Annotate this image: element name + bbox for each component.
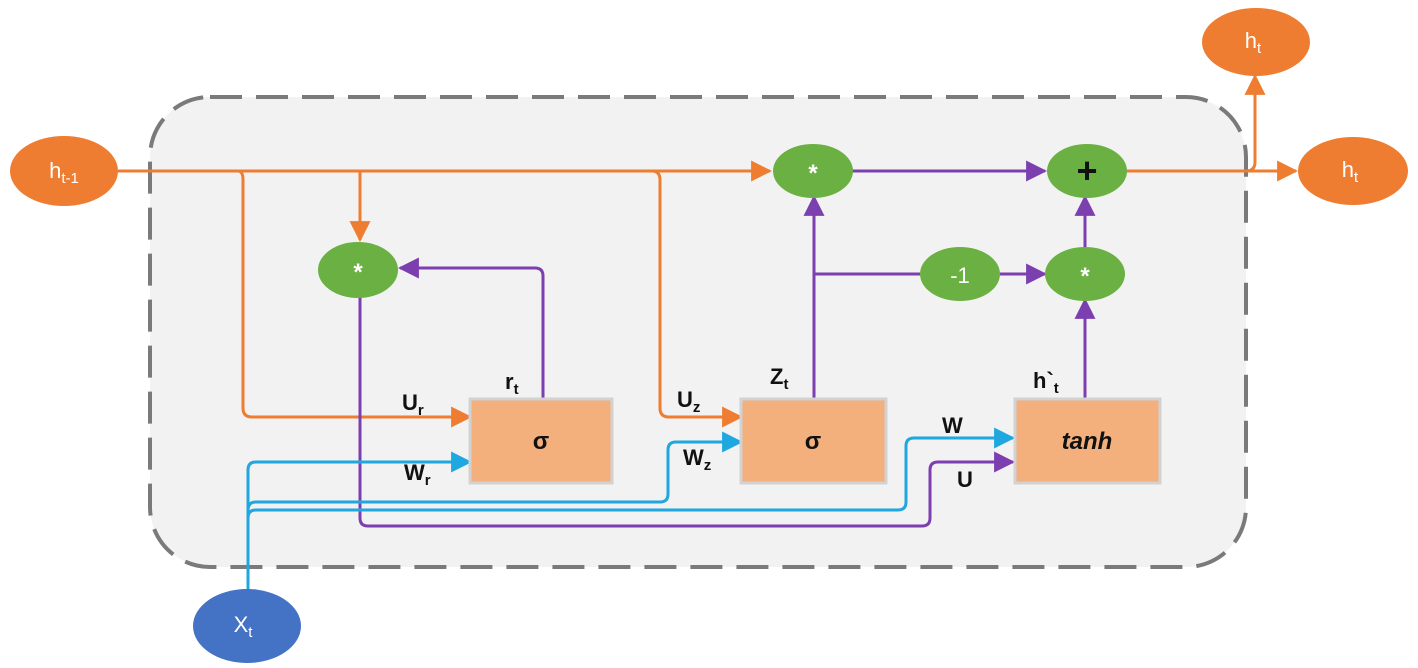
h-output-right-node: ht [1298,137,1408,205]
h-prev-to-reset-gate-line [237,169,473,428]
svg-text:*: * [808,160,818,187]
u-label: U [957,467,973,492]
z-t-label: Zt [770,364,788,393]
update-gate-label: σ [805,428,821,455]
plus-node: + [1047,144,1127,198]
update-gate-box: σ [739,397,888,485]
x-to-trunk-line [246,451,473,598]
svg-text:*: * [1080,263,1090,290]
svg-text:Xt: Xt [234,612,254,641]
r-t-label: rt [505,369,519,398]
x-input-node: Xt [193,589,301,663]
reset-multiply-to-candidate-gate-line [358,296,1016,528]
candidate-gate-box: tanh [1013,397,1162,485]
x-to-candidate-gate-line [246,427,1016,519]
minus-one-node: -1 [920,247,1000,301]
x-input-connections [246,427,1016,598]
x-to-update-gate-line [246,431,744,511]
h-prev-connections [118,73,1299,428]
svg-text:ht-1: ht-1 [49,158,79,187]
reset-gate-box: σ [468,397,614,485]
svg-text:*: * [353,259,363,286]
svg-text:ht: ht [1342,157,1359,186]
u-z-label: Uz [677,387,700,416]
candidate-gate-label: tanh [1062,428,1113,455]
w-r-label: Wr [404,460,431,489]
h-prev-node: ht-1 [10,136,118,206]
candidate-multiply-node: * [1045,247,1125,301]
w-label: W [942,413,963,438]
reset-multiply-node: * [318,242,398,298]
cell-container [148,95,1248,569]
svg-text:ht: ht [1245,28,1262,57]
h-candidate-label: h`t [1033,368,1059,397]
u-r-label: Ur [402,390,424,419]
svg-text:-1: -1 [950,263,970,288]
svg-text:+: + [1076,150,1097,191]
h-prev-to-update-gate-line [651,169,744,428]
h-output-top-node: ht [1202,8,1310,76]
plus-to-h-top-line [1244,73,1266,173]
update-multiply-node: * [773,144,853,198]
gate-connections [358,160,1096,528]
reset-gate-to-reset-multiply-line [397,257,545,398]
w-z-label: Wz [683,445,711,474]
reset-gate-label: σ [533,428,549,455]
